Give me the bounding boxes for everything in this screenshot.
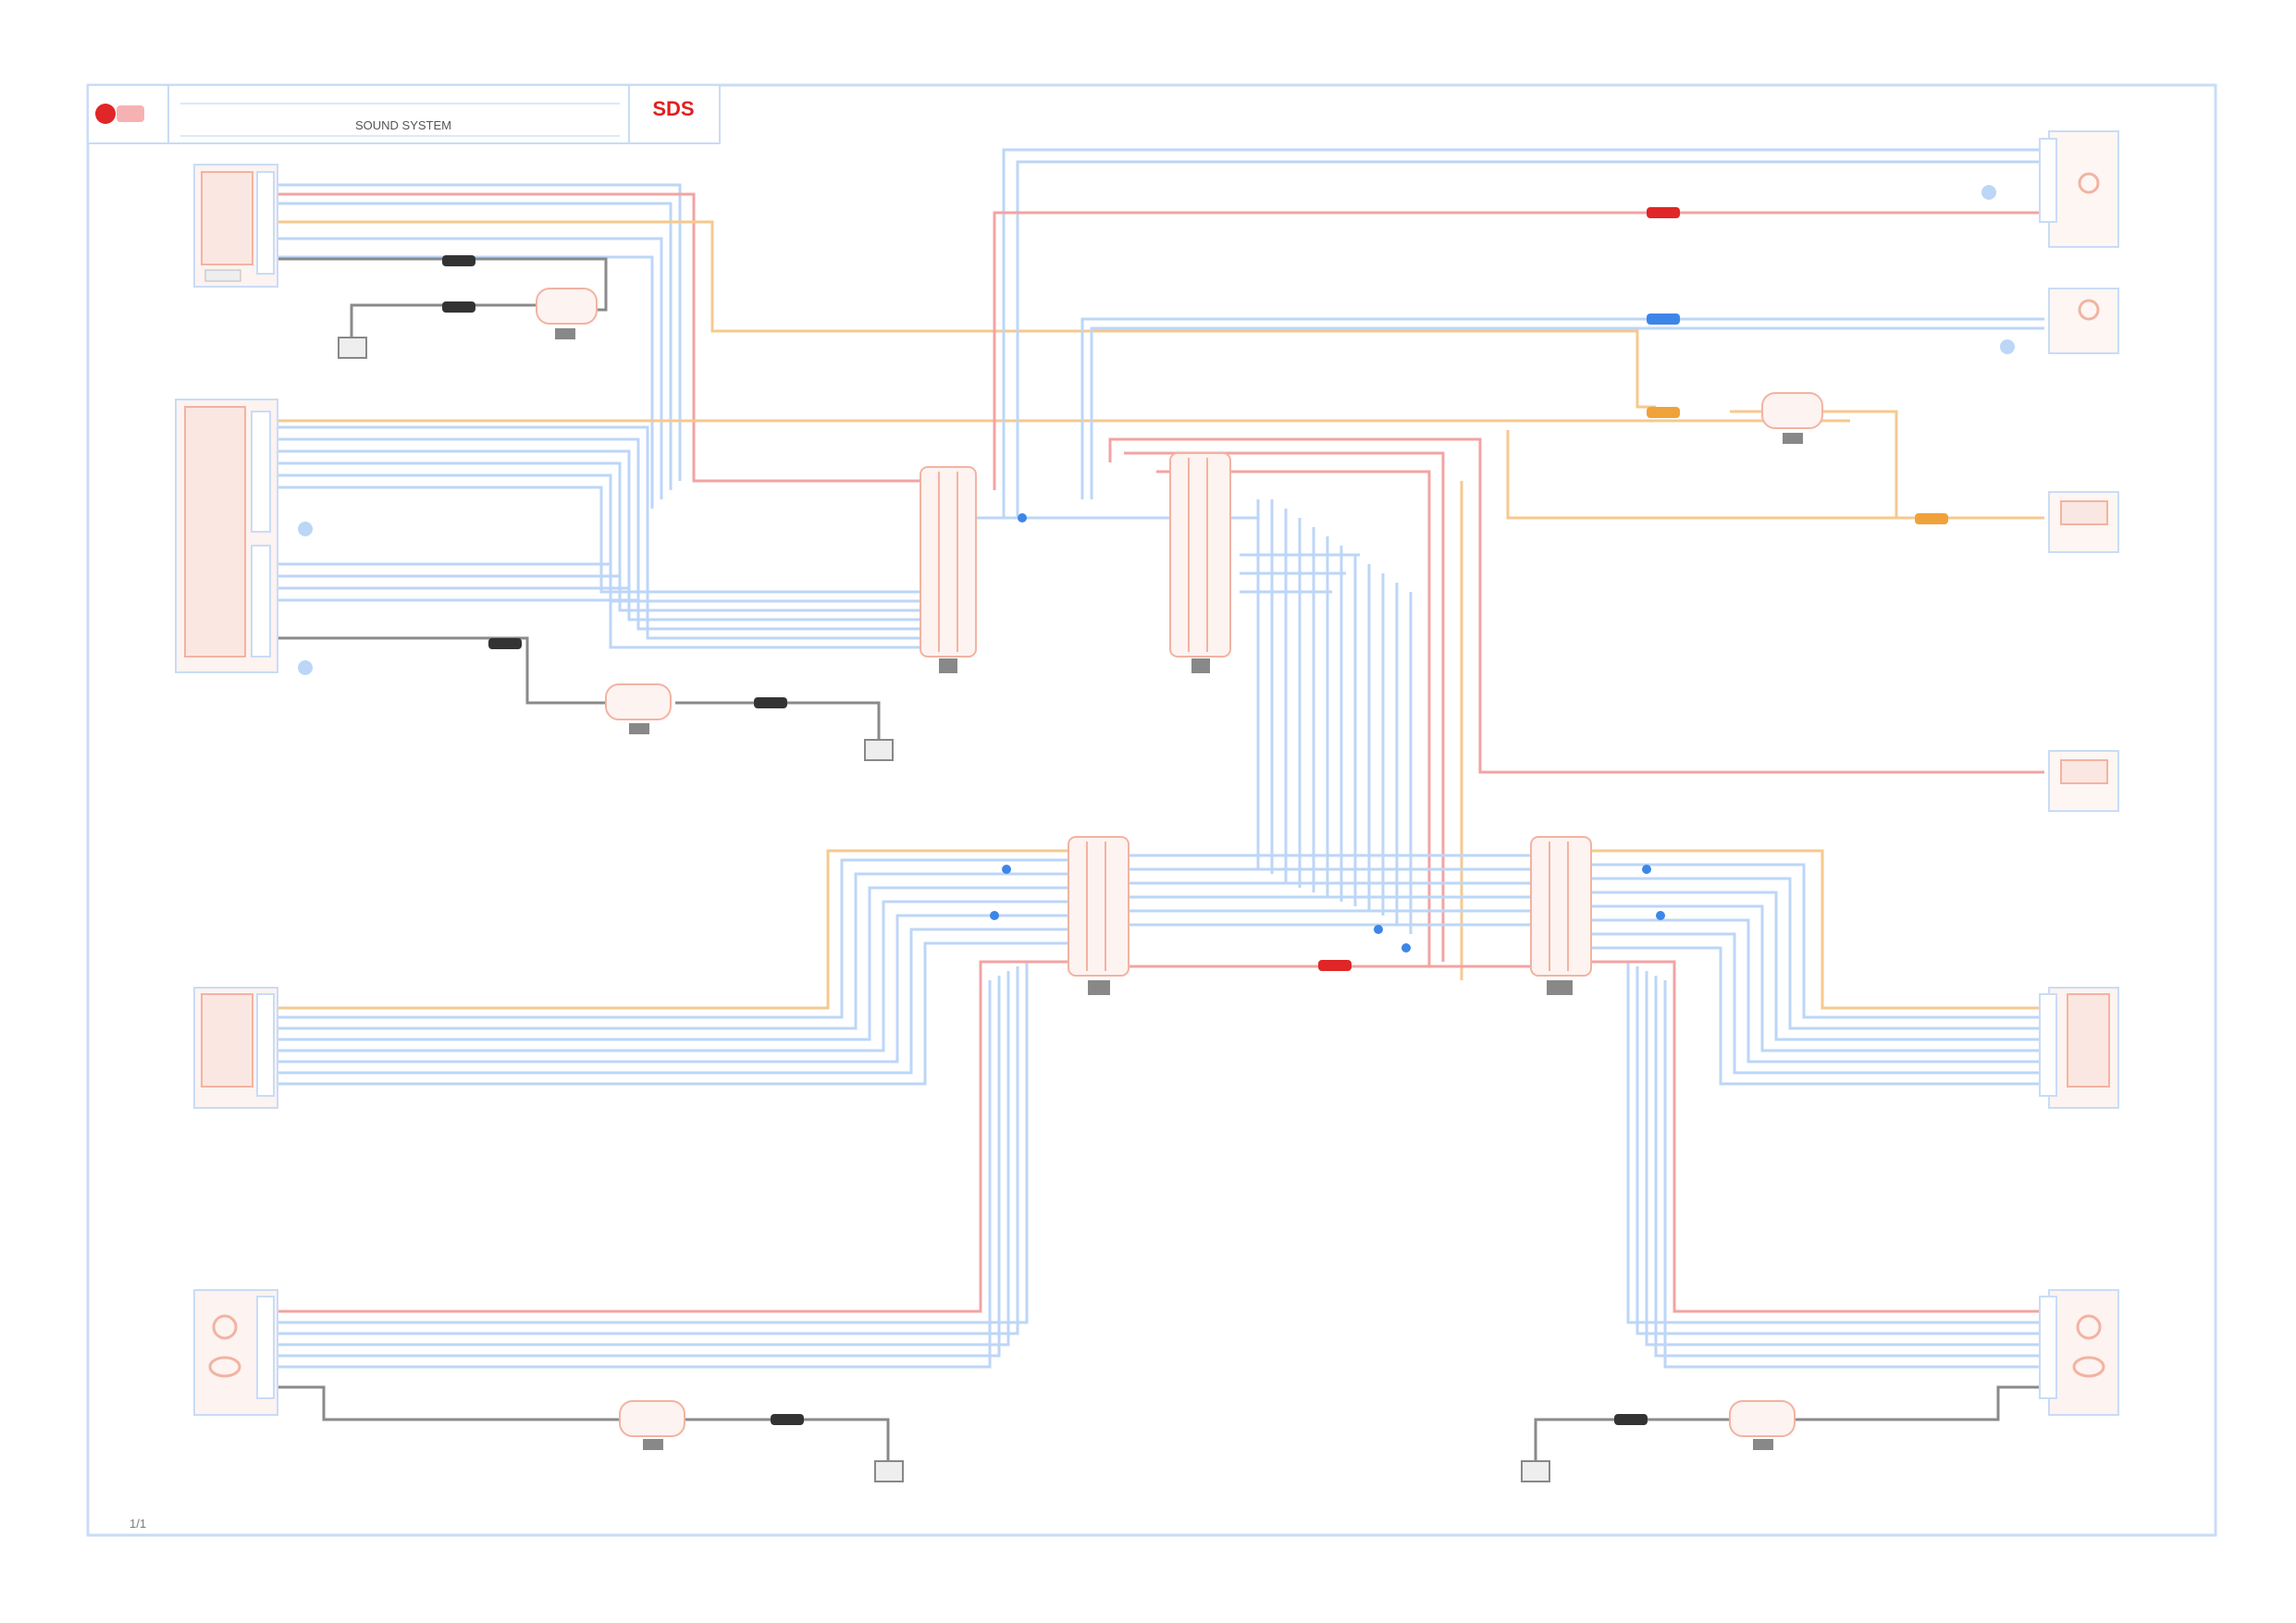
display-unit bbox=[2048, 491, 2119, 553]
wire-orange-front-left bbox=[278, 849, 1073, 1010]
antenna-module bbox=[1981, 130, 2119, 248]
wire-bundle-top-left bbox=[278, 183, 682, 509]
diagram-title: SOUND SYSTEM bbox=[355, 118, 451, 132]
steering-switch-component bbox=[193, 164, 278, 288]
wire-bundle-front-left bbox=[278, 858, 1073, 1086]
rear-left-speaker bbox=[193, 1289, 278, 1416]
wire-red-top-left bbox=[278, 192, 925, 483]
wire-bundle-lower-cross bbox=[1129, 854, 1536, 927]
wire-orange-top bbox=[278, 220, 1656, 409]
wire-red-top-right bbox=[993, 211, 2044, 966]
splice-dots bbox=[990, 513, 1665, 953]
radio-head-unit bbox=[175, 399, 313, 675]
wire-bundle-radio bbox=[278, 425, 925, 649]
wire-bundle-rear-left bbox=[278, 962, 1029, 1369]
wire-orange-front-right bbox=[1591, 849, 2044, 1010]
inline-connector-3 bbox=[1068, 836, 1129, 995]
wire-bundle-rear-right bbox=[1626, 962, 2044, 1369]
footer-reference: 1/1 bbox=[130, 1517, 146, 1531]
front-left-speaker bbox=[193, 987, 278, 1109]
ground-symbols bbox=[338, 337, 1550, 1482]
front-right-speaker bbox=[2039, 987, 2119, 1109]
title-block: SOUND SYSTEM SDS bbox=[87, 84, 721, 144]
wire-blue-top-right bbox=[944, 148, 2044, 520]
two-pin-connectors bbox=[536, 288, 1823, 1437]
rear-right-speaker bbox=[2039, 1289, 2119, 1416]
brand-logo-icon bbox=[95, 104, 144, 124]
ground-wires bbox=[278, 257, 2044, 1461]
connector-tags bbox=[555, 328, 1803, 1450]
wire-bundle-middle-bus bbox=[1240, 499, 1413, 934]
diagram-frame bbox=[86, 83, 2217, 1537]
microphone-unit bbox=[2048, 750, 2119, 812]
inline-connector-2 bbox=[1169, 452, 1231, 673]
diagram-code: SDS bbox=[652, 97, 694, 120]
wire-bundle-front-right bbox=[1591, 863, 2044, 1086]
tweeter-right bbox=[2000, 288, 2119, 354]
wire-red-rear-right bbox=[1591, 960, 2044, 1313]
inline-connector-1 bbox=[920, 466, 977, 673]
wire-red-rear-left bbox=[278, 960, 1073, 1313]
inline-fuses bbox=[442, 207, 1948, 1425]
inline-connector-4 bbox=[1530, 836, 1592, 995]
